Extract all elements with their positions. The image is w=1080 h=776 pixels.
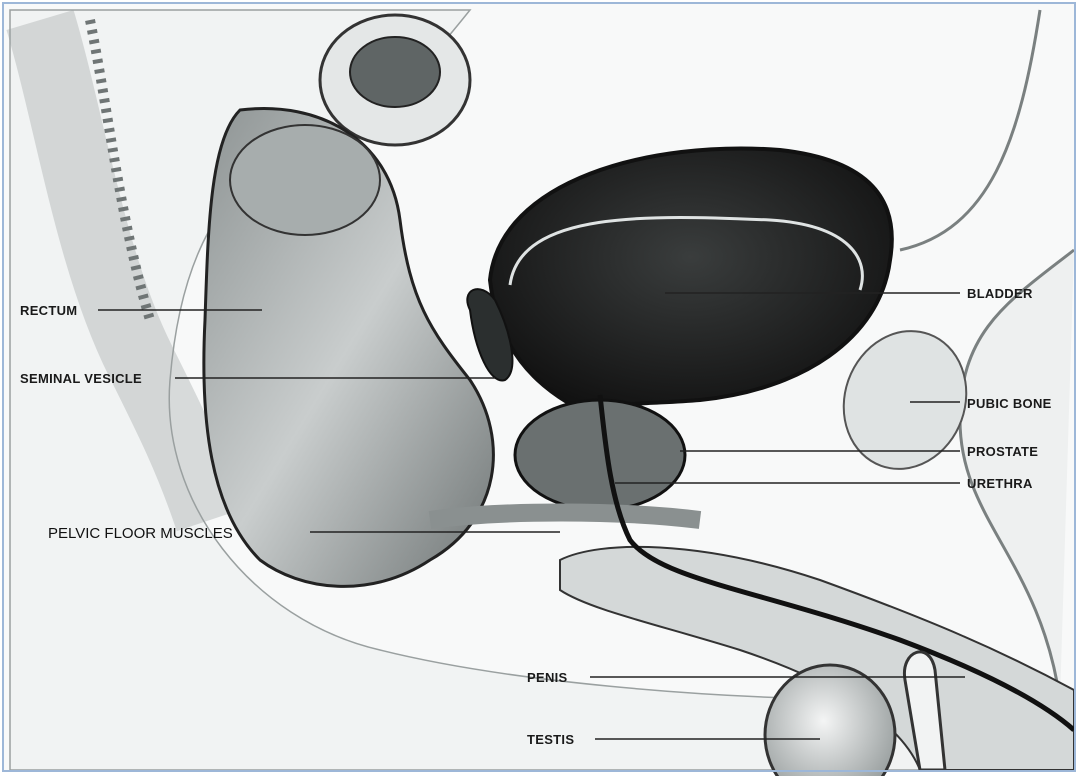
anatomy-diagram: RECTUM SEMINAL VESICLE PELVIC FLOOR MUSC… [0, 0, 1080, 776]
image-frame [2, 2, 1076, 772]
